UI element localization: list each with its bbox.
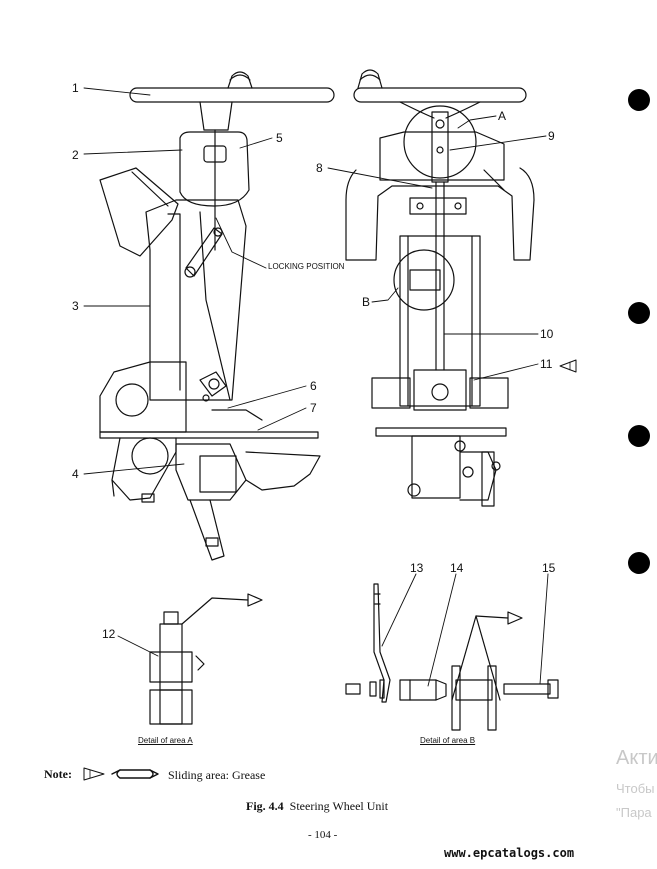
website-link[interactable]: www.epcatalogs.com [444,846,575,860]
floor-plate [99,431,319,439]
note-label: Note: [44,767,72,781]
callout-b: B [362,295,371,309]
detail-b-drawing [345,583,559,731]
overlay-line-2: Чтобы [616,781,655,796]
detail-circle-b [393,249,455,311]
steering-post [145,199,247,401]
grease-capsule-icon [116,769,154,779]
note-text: Sliding area: Grease [168,768,266,782]
dash-panel [99,167,179,257]
grease-triangle-a [247,593,263,607]
callout-11: 11 [540,357,553,371]
detail-circle-a [403,105,477,179]
front-view [345,69,535,507]
lower-housing [99,361,187,433]
margin-bullet-4 [628,552,650,574]
front-wheel-rim [353,87,527,103]
front-floor-plate [375,427,507,437]
callout-5: 5 [276,131,283,145]
leader-lines [83,87,549,687]
front-post-frame [399,235,481,407]
margin-bullet-1 [628,89,650,111]
callout-4: 4 [72,467,79,481]
steering-knob [227,71,253,89]
locking-position-label: LOCKING POSITION [268,262,345,271]
callout-14: 14 [450,561,464,575]
callout-3: 3 [72,299,79,313]
callout-13: 13 [410,561,424,575]
grease-triangle-b [507,611,523,625]
callout-15: 15 [542,561,556,575]
overlay-line-1: Акти [616,747,657,769]
page-number: - 104 - [308,829,338,841]
callout-1: 1 [72,81,79,95]
sleeve-14 [399,679,437,701]
pin-15 [503,683,551,695]
detail-b-label: Detail of area B [420,736,476,745]
lever-13 [373,583,391,703]
figure-caption: Fig. 4.4 Steering Wheel Unit [246,800,388,812]
figure-title: Steering Wheel Unit [289,799,389,813]
callout-2: 2 [72,148,79,162]
margin-bullet-3 [628,425,650,447]
front-cover [379,131,505,181]
callout-6: 6 [310,379,317,393]
callout-a: A [498,109,507,123]
steering-wheel-rim [129,87,335,103]
detail-a-drawing [149,593,263,725]
callout-10: 10 [540,327,554,341]
grease-triangle-11 [559,359,577,373]
pitman-arm [189,499,225,561]
margin-bullet-2 [628,302,650,324]
callout-8: 8 [316,161,323,175]
column-cover [179,131,250,207]
side-view [99,71,335,561]
callout-7: 7 [310,401,317,415]
overlay-line-3: "Пара [616,805,652,820]
figure-number: Fig. 4.4 [246,799,284,813]
detail-a-label: Detail of area A [138,736,193,745]
note-triangle-icon [83,767,105,781]
callout-12: 12 [102,627,116,641]
callout-9: 9 [548,129,555,143]
